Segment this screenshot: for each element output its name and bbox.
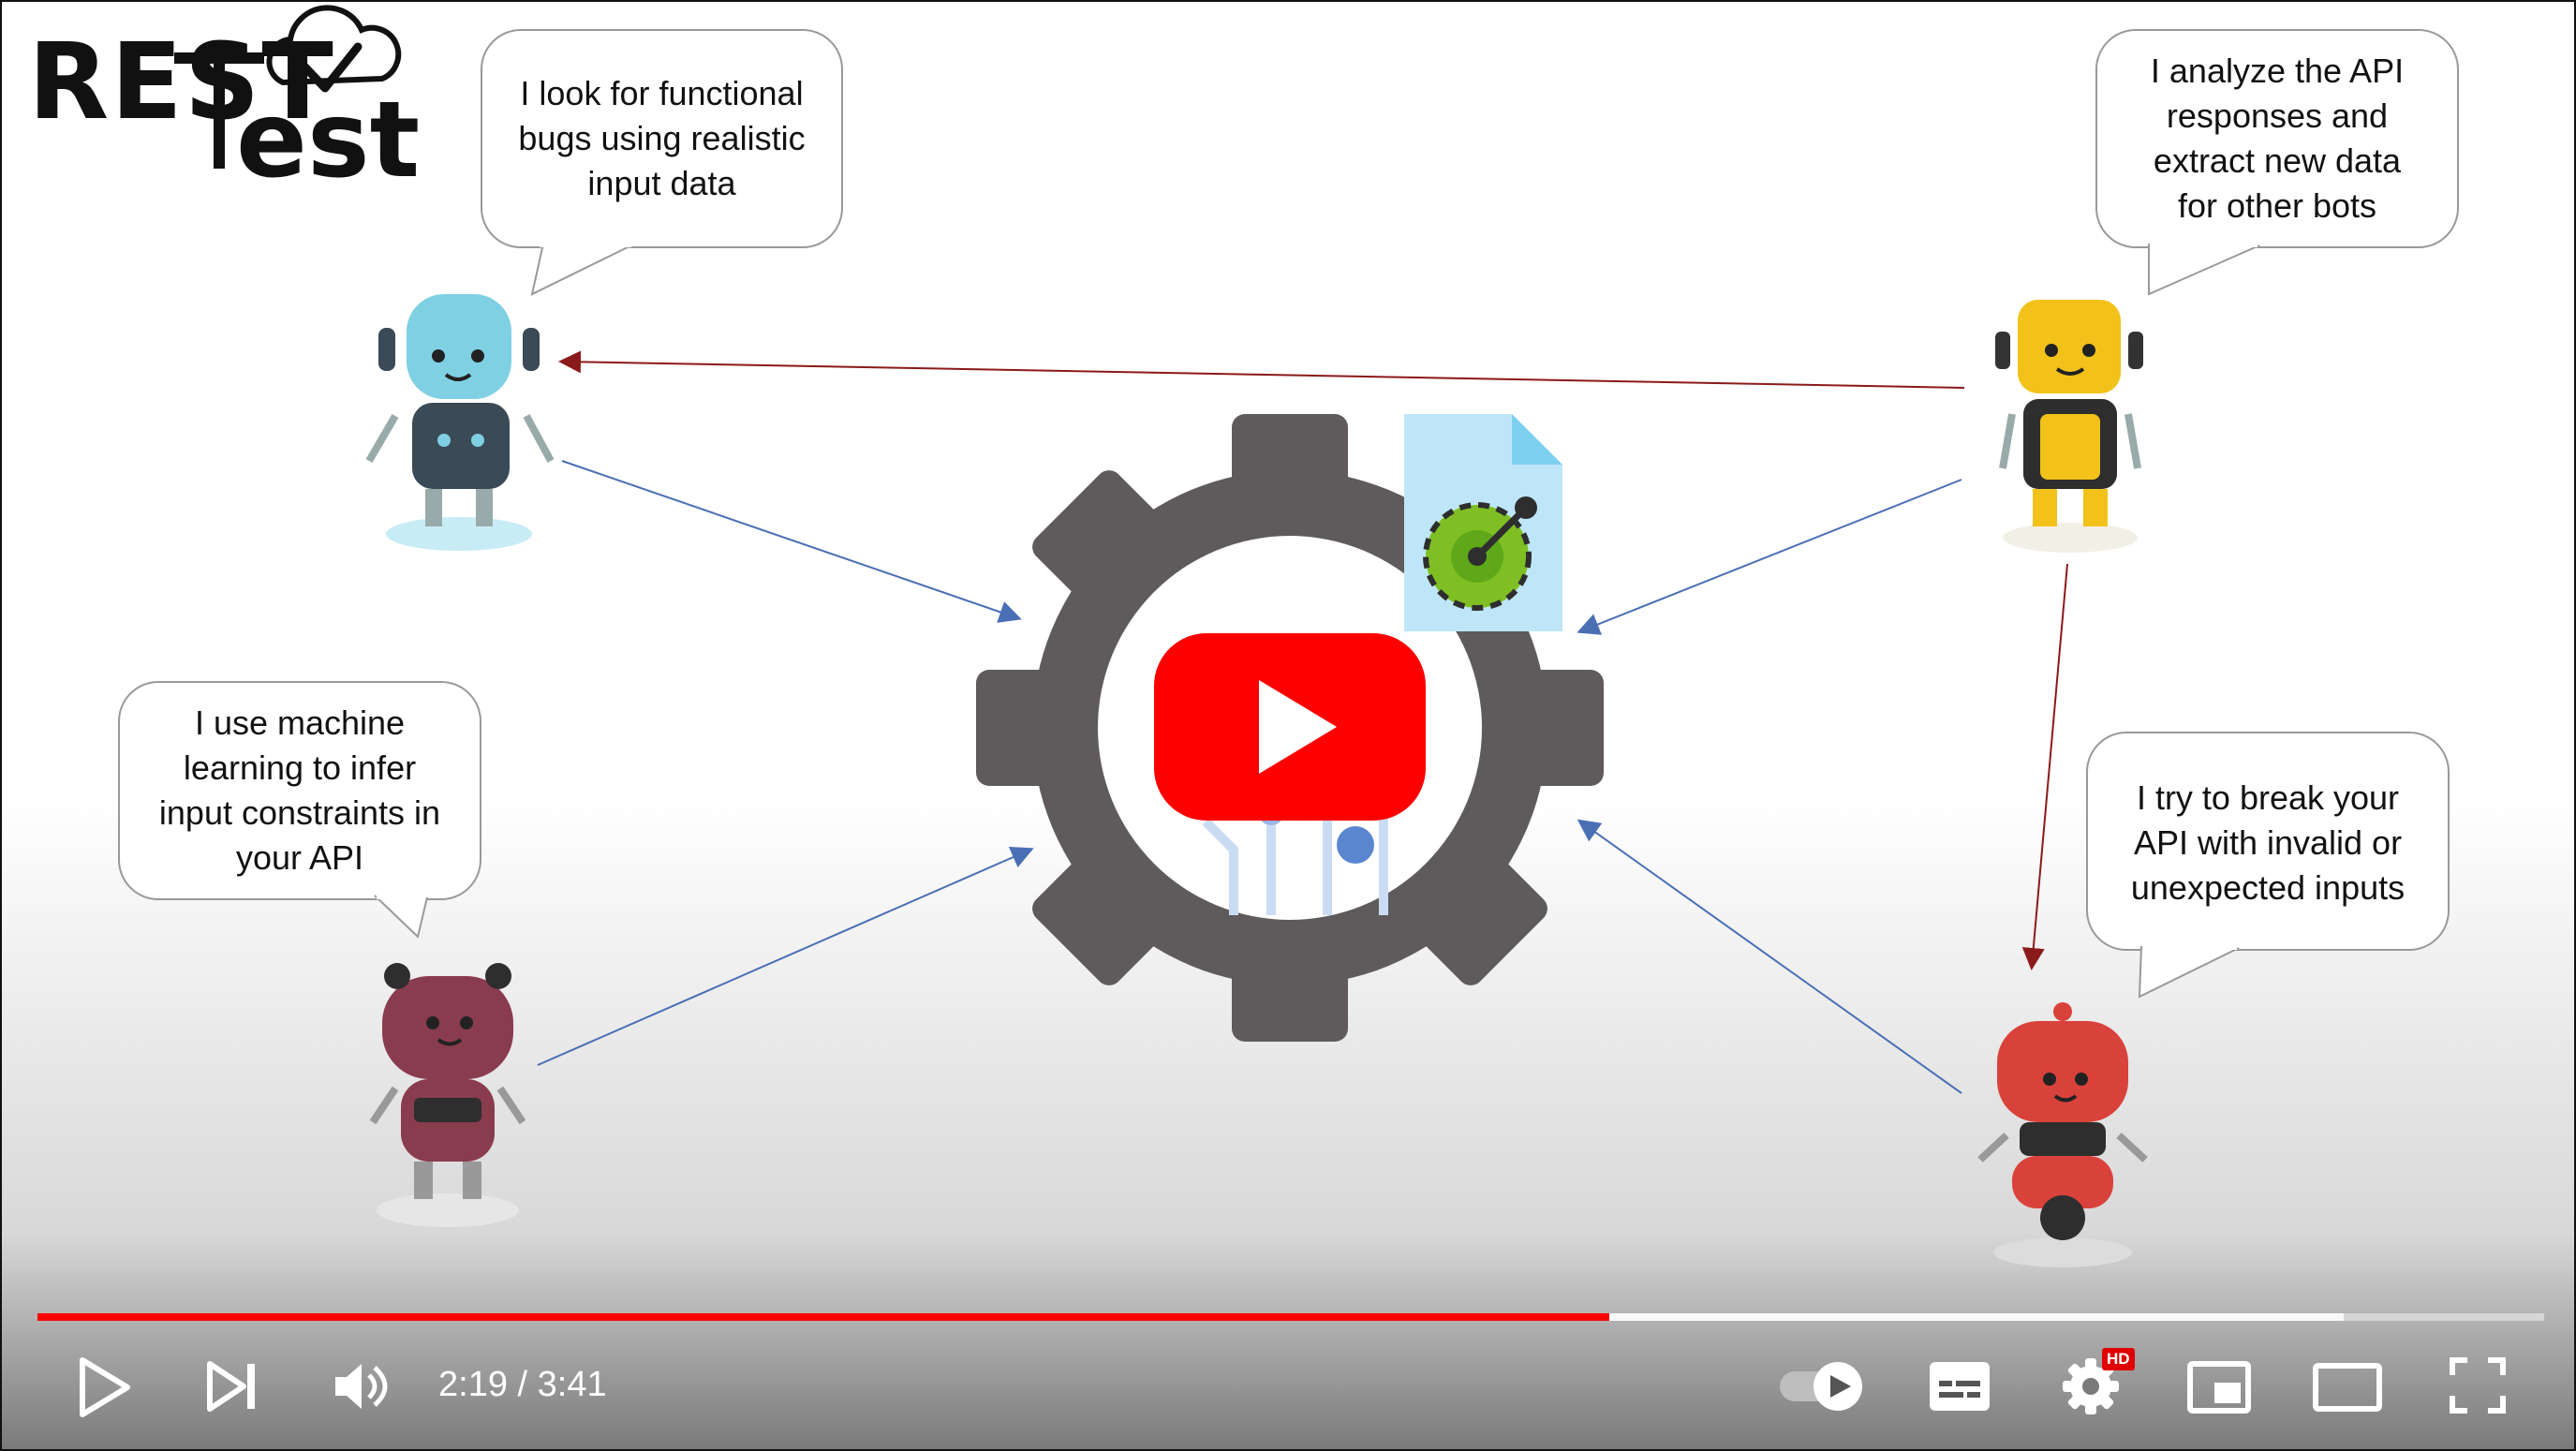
bubble-line: for other bots bbox=[2177, 186, 2377, 225]
theater-mode-icon[interactable] bbox=[2312, 1362, 2383, 1413]
play-icon[interactable] bbox=[77, 1356, 133, 1418]
bubble-line: input data bbox=[587, 164, 736, 202]
miniplayer-icon[interactable] bbox=[2186, 1360, 2252, 1414]
speech-bubble-top-right bbox=[2095, 29, 2459, 296]
bubble-line: unexpected inputs bbox=[2130, 868, 2406, 907]
arrow-topright-to-bottomright bbox=[2021, 563, 2068, 970]
bubble-text-top-right: I analyze the API responses and extract … bbox=[2096, 49, 2458, 229]
arrow-topright-to-topleft bbox=[558, 350, 1965, 389]
time-display: 2:19 / 3:41 bbox=[438, 1362, 607, 1407]
bubble-line: bugs using realistic bbox=[518, 119, 806, 157]
time-separator: / bbox=[507, 1365, 538, 1404]
robot-top-left-icon bbox=[365, 294, 555, 551]
fullscreen-icon[interactable] bbox=[2449, 1356, 2507, 1414]
bubble-line: learning to infer bbox=[183, 748, 417, 787]
current-time: 2:19 bbox=[438, 1365, 508, 1404]
progress-played bbox=[37, 1313, 1609, 1321]
bubble-line: I try to break your bbox=[2136, 778, 2400, 817]
arrow-topright-to-gear bbox=[1577, 479, 1962, 635]
robot-bottom-left-icon bbox=[369, 963, 526, 1227]
logo-cloud-check-icon bbox=[266, 5, 402, 93]
robot-bottom-right-icon bbox=[1977, 1002, 2148, 1267]
speech-bubble-bottom-right bbox=[2086, 732, 2450, 999]
autoplay-toggle-icon[interactable] bbox=[1776, 1360, 1870, 1413]
progress-bar[interactable] bbox=[37, 1313, 2544, 1321]
openapi-document-icon bbox=[1404, 414, 1562, 631]
bubble-line: responses and bbox=[2166, 96, 2389, 135]
bubble-text-top-left: I look for functional bugs using realist… bbox=[481, 71, 842, 206]
logo-rest-text: REST bbox=[28, 22, 335, 143]
arrow-bottomleft-to-gear bbox=[537, 847, 1034, 1066]
captions-icon[interactable] bbox=[1928, 1360, 1991, 1413]
skip-next-icon[interactable] bbox=[206, 1360, 259, 1413]
bubble-line: I analyze the API bbox=[2150, 52, 2405, 90]
bubble-line: I look for functional bbox=[520, 74, 804, 112]
logo-est-text: est bbox=[236, 80, 421, 201]
speech-bubble-top-left bbox=[481, 29, 843, 296]
gear-icon[interactable] bbox=[2061, 1356, 2121, 1416]
bubble-line: your API bbox=[235, 838, 364, 877]
bubble-line: input constraints in bbox=[158, 793, 441, 832]
robot-top-right-icon bbox=[1995, 300, 2143, 553]
bubble-text-bottom-right: I try to break your API with invalid or … bbox=[2087, 776, 2449, 911]
bubble-text-bottom-left: I use machine learning to infer input co… bbox=[119, 701, 481, 881]
arrow-topleft-to-gear bbox=[561, 460, 1022, 623]
speech-bubble-bottom-left bbox=[118, 681, 481, 939]
hd-badge: HD bbox=[2102, 1348, 2135, 1370]
bubble-line: I use machine bbox=[194, 703, 406, 742]
bubble-line: API with invalid or bbox=[2133, 823, 2403, 862]
arrow-bottomright-to-gear bbox=[1577, 819, 1962, 1094]
bubble-line: extract new data bbox=[2153, 141, 2402, 180]
volume-icon[interactable] bbox=[332, 1358, 392, 1414]
youtube-play-icon bbox=[1154, 633, 1426, 821]
duration: 3:41 bbox=[537, 1365, 607, 1404]
